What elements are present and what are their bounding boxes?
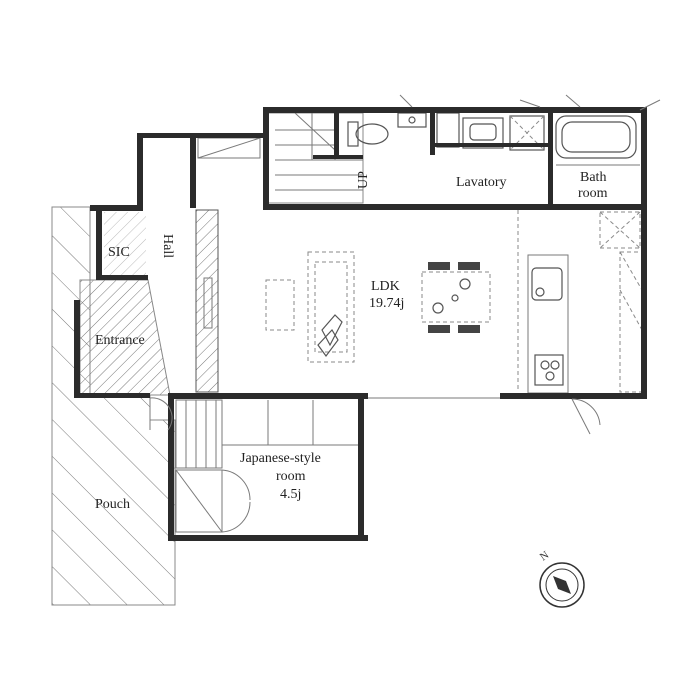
lavatory-fixtures xyxy=(436,112,545,151)
low-table xyxy=(265,279,295,331)
north-label: N xyxy=(538,549,551,563)
lavatory-label: Lavatory xyxy=(456,175,507,190)
japanese-room-label-line2: room xyxy=(276,469,306,484)
entrance-floor xyxy=(79,212,171,396)
japanese-room-label-line1: Japanese-style xyxy=(240,451,321,466)
shoe-cabinet xyxy=(195,209,219,393)
dining-table xyxy=(421,262,491,333)
pouch-label: Pouch xyxy=(95,497,130,512)
bathtub xyxy=(555,115,640,166)
sic-label: SIC xyxy=(108,245,130,260)
bath-label-line1: Bath xyxy=(580,170,606,185)
sofa xyxy=(307,251,355,363)
tatami-grid xyxy=(222,400,358,446)
toilet-fixture xyxy=(347,112,427,147)
entrance-label: Entrance xyxy=(95,333,145,348)
ldk-area: 19.74j xyxy=(369,296,404,311)
walls xyxy=(74,107,647,541)
ldk-label: LDK xyxy=(371,279,400,294)
bath-label-line2: room xyxy=(578,186,608,201)
doors xyxy=(149,94,661,435)
kitchen-counter xyxy=(517,210,643,394)
hall-closet xyxy=(197,137,261,159)
japanese-room-closet xyxy=(175,399,251,533)
japanese-room-area: 4.5j xyxy=(280,487,301,502)
hall-label: Hall xyxy=(160,234,175,258)
up-label: UP xyxy=(356,171,371,189)
compass: N xyxy=(538,549,585,608)
